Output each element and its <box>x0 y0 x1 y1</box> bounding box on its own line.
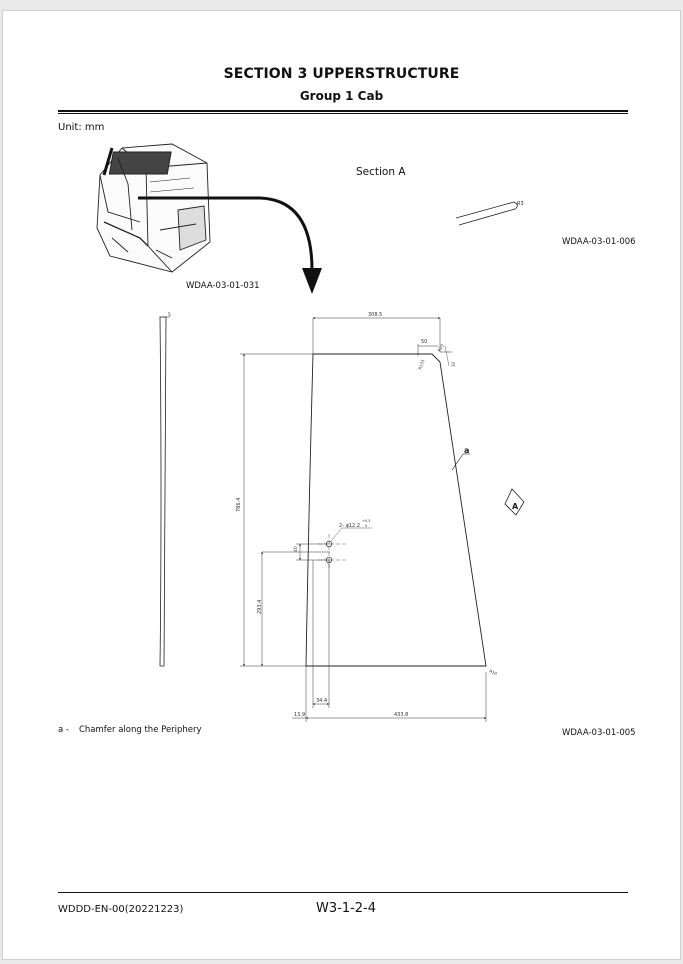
section-a-radius: R3 <box>517 201 524 207</box>
footer-doc-code: WDDD-EN-00(20221223) <box>58 904 184 915</box>
figure-code-section-a: WDAA-03-01-006 <box>562 237 636 247</box>
dim-height: 786.4 <box>236 498 242 512</box>
page-number: W3-1-2-4 <box>316 901 377 916</box>
section-a-marker <box>504 488 525 516</box>
dim-hole-pitch: 40 <box>293 546 299 552</box>
section-a-label: Section A <box>356 166 406 178</box>
dim-hole-height: 293.4 <box>257 600 263 614</box>
dim-hole-tol-lower: 0 <box>365 524 367 528</box>
dim-corner-r133: R133 <box>417 358 425 370</box>
callout-arrowhead-icon <box>302 268 322 294</box>
legend-item: a - Chamfer along the Periphery <box>58 725 202 735</box>
figure-code-glass: WDAA-03-01-005 <box>562 728 636 738</box>
legend-text: Chamfer along the Periphery <box>78 725 202 735</box>
figure-code-cab: WDAA-03-01-031 <box>186 281 260 291</box>
mounting-holes <box>318 527 372 570</box>
thickness-dim: 5 <box>168 312 171 318</box>
section-title: SECTION 3 UPPERSTRUCTURE <box>223 66 460 82</box>
callout-curve <box>138 196 314 271</box>
header-rule-top <box>58 110 628 112</box>
dim-corner-width: 50 <box>421 339 427 345</box>
legend-key: a - <box>58 725 69 735</box>
glass-side-view: 5 <box>159 312 171 667</box>
section-a-detail: R3 <box>455 201 524 226</box>
dim-hole-tol-upper: +0.5 <box>362 519 371 523</box>
dim-left-offset: 13.9 <box>294 712 305 718</box>
dim-hole-spec: 2- φ12.2 <box>339 523 360 529</box>
header-rule-bottom <box>58 113 628 114</box>
dim-top-width: 308.5 <box>368 312 382 318</box>
callout-a-label: a <box>464 446 469 455</box>
dim-hole-x: 34.4 <box>316 698 327 704</box>
glass-outline <box>305 353 487 667</box>
footer-rule <box>58 892 628 893</box>
group-subtitle: Group 1 Cab <box>299 89 384 103</box>
dim-corner-height: 10 <box>451 361 456 367</box>
dim-bottom-corner: R10 <box>489 668 499 676</box>
cab-illustration <box>96 143 211 273</box>
dim-bottom-width: 433.8 <box>394 712 408 718</box>
dimension-lines <box>240 317 487 722</box>
dim-corner-r10: R10 <box>437 343 445 353</box>
unit-label: Unit: mm <box>58 122 105 133</box>
section-marker-label: A <box>512 502 519 511</box>
callout-a <box>451 453 470 471</box>
